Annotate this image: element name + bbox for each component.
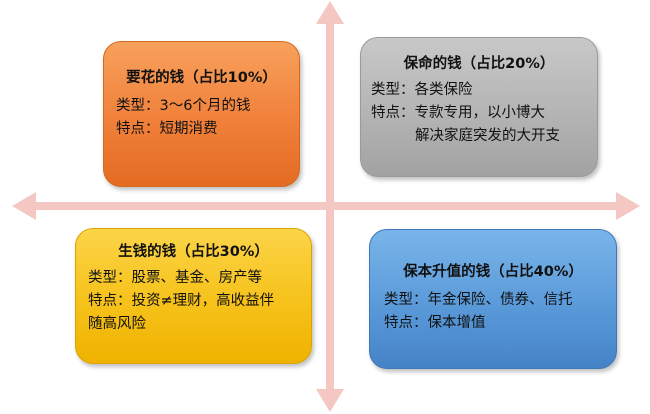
quadrant-title: 保命的钱（占比20%） bbox=[403, 56, 555, 72]
quadrant-feature-line: 特点：专款专用，以小博大 bbox=[371, 105, 545, 121]
quadrant-preservation-money: 保本升值的钱（占比40%） 类型：年金保险、债券、信托 特点：保本增值 bbox=[369, 229, 617, 369]
quadrant-type-line: 类型：股票、基金、房产等 bbox=[88, 270, 262, 286]
quadrant-type-line: 类型：各类保险 bbox=[371, 82, 473, 98]
quadrant-type-line: 类型：3～6个月的钱 bbox=[116, 98, 251, 114]
axis-arrow-up-icon bbox=[316, 1, 344, 24]
quadrant-title: 保本升值的钱（占比40%） bbox=[403, 264, 583, 280]
axis-arrow-right-icon bbox=[616, 192, 640, 220]
quadrant-feature-line-continued: 解决家庭突发的大开支 bbox=[415, 128, 560, 144]
axis-arrow-down-icon bbox=[316, 389, 344, 412]
quadrant-feature-line: 特点：投资≠理财，高收益伴 bbox=[88, 293, 275, 309]
quadrant-spending-money: 要花的钱（占比10%） 类型：3～6个月的钱 特点：短期消费 bbox=[103, 41, 300, 187]
axis-arrow-left-icon bbox=[12, 192, 36, 220]
quadrant-type-line: 类型：年金保险、债券、信托 bbox=[384, 292, 573, 308]
quadrant-feature-line: 特点：短期消费 bbox=[116, 121, 218, 137]
quadrant-protection-money: 保命的钱（占比20%） 类型：各类保险 特点：专款专用，以小博大 解决家庭突发的… bbox=[360, 37, 598, 177]
quadrant-title: 要花的钱（占比10%） bbox=[126, 70, 277, 86]
quadrant-feature-line-continued: 随高风险 bbox=[88, 316, 146, 332]
quadrant-feature-line: 特点：保本增值 bbox=[384, 315, 486, 331]
quadrant-title: 生钱的钱（占比30%） bbox=[118, 244, 269, 260]
quadrant-investment-money: 生钱的钱（占比30%） 类型：股票、基金、房产等 特点：投资≠理财，高收益伴 随… bbox=[75, 228, 312, 364]
